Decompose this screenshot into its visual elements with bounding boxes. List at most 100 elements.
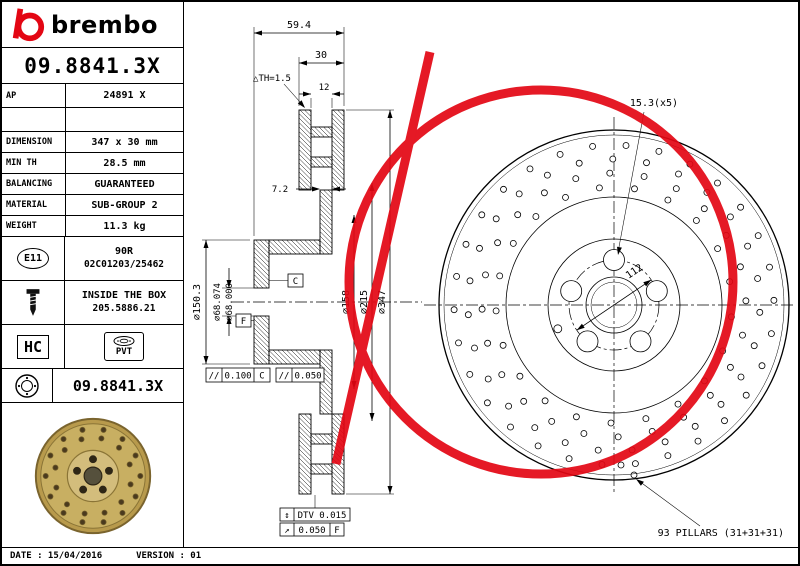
hatch-line: [331, 158, 345, 171]
brand-wordmark: brembo: [51, 10, 158, 39]
center-bore: [585, 276, 643, 334]
section-solid: [253, 315, 270, 365]
pillar-mark: [617, 461, 625, 469]
hatch-line: [268, 244, 279, 255]
drill-hole: [750, 342, 758, 350]
hatch-line: [313, 349, 321, 357]
hatch-line: [318, 433, 330, 445]
hatch-line: [319, 208, 333, 222]
hatch-line: [298, 149, 312, 162]
hatch-line: [313, 239, 321, 247]
photo-drill-hole: [100, 518, 107, 525]
hatch-line: [331, 135, 345, 149]
inside-box-label: INSIDE THE BOX: [81, 290, 167, 302]
bore-chamfer: [590, 281, 638, 329]
drill-hole: [478, 211, 486, 219]
hatch-line: [290, 349, 306, 365]
drill-hole: [631, 460, 639, 468]
hatch-line: [319, 359, 333, 373]
hatch-line: [310, 127, 321, 138]
bolt-hole: [576, 330, 599, 353]
hatch-line: [298, 480, 312, 493]
photo-drill-hole: [78, 518, 85, 525]
bolt-hole: [560, 280, 583, 303]
drill-hole: [739, 331, 746, 339]
hatch-line: [319, 391, 333, 404]
hatch-line: [298, 180, 309, 191]
spec-row-weight: WEIGHT 11.3 kg: [2, 216, 183, 237]
hatch-line: [331, 484, 342, 495]
hatch-line: [268, 350, 283, 365]
drill-hole: [580, 430, 588, 437]
hatch-line: [331, 122, 345, 135]
hatch-line: [298, 417, 312, 430]
brand-header: brembo: [2, 2, 183, 48]
hatch-line: [331, 466, 345, 480]
hatch-line: [319, 244, 330, 255]
section-hatched-solids: [253, 109, 345, 495]
hatch-line: [253, 354, 264, 365]
hatch-line: [298, 126, 312, 140]
hatch-line: [310, 132, 316, 138]
drill-hole: [450, 306, 458, 314]
brake-disc-icon: [15, 373, 39, 398]
hatch-line: [331, 140, 345, 153]
footer-bar: DATE : 15/04/2016 VERSION : 01: [2, 547, 798, 564]
hatch-line: [323, 126, 333, 136]
hatch-line: [255, 239, 270, 254]
drill-hole: [478, 305, 486, 313]
hatch-line: [319, 199, 333, 213]
hatch-line: [310, 469, 316, 475]
parallelism-frame-1: // 0.100 C: [205, 367, 271, 383]
drill-hole: [482, 271, 489, 279]
drill-hole: [642, 415, 650, 423]
spec-row-dimension: DIMENSION 347 x 30 mm: [2, 132, 183, 153]
drill-hole: [532, 213, 540, 220]
hatch-line: [298, 122, 312, 135]
dim-pcd: 112: [624, 262, 645, 281]
section-solid: [298, 109, 312, 191]
hatch-line: [253, 359, 259, 365]
hatch-line: [253, 260, 270, 277]
drill-hole: [672, 185, 680, 193]
section-solid: [310, 156, 333, 168]
hatch-line: [253, 327, 270, 344]
hatch-line: [314, 156, 325, 168]
hatch-line: [253, 332, 270, 348]
hatch-line: [331, 126, 345, 140]
drill-hole: [694, 437, 702, 445]
hatch-line: [255, 315, 270, 330]
drill-hole: [664, 452, 672, 460]
hatch-line: [298, 484, 309, 495]
photo-drill-hole: [78, 426, 85, 433]
hatch-line: [319, 386, 333, 400]
hatch-line: [298, 466, 312, 480]
hatch-line: [310, 162, 316, 168]
hatch-line: [319, 382, 333, 395]
bolt-hole: [645, 280, 668, 303]
drill-hole: [744, 242, 751, 250]
dim-d150: ⌀150.3: [192, 284, 203, 320]
hatch-line: [253, 256, 270, 272]
hatch-line: [298, 117, 312, 131]
photo-drill-hole: [81, 510, 88, 517]
hatch-line: [341, 109, 345, 113]
screw-icon-cell: [2, 281, 65, 324]
spec-label: DIMENSION: [2, 132, 66, 152]
hatch-line: [298, 430, 312, 444]
drill-hole: [737, 373, 745, 381]
drill-hole: [589, 142, 597, 150]
bolt-hole: [603, 249, 625, 271]
photo-drill-hole: [46, 493, 53, 499]
drill-hole: [507, 423, 514, 431]
hatch-line: [268, 249, 274, 255]
drill-hole: [727, 213, 734, 221]
hatch-line: [298, 144, 312, 158]
drill-hole: [766, 263, 773, 271]
drill-hole: [492, 215, 500, 223]
hatch-line: [327, 189, 333, 195]
hatch-line: [253, 283, 259, 289]
drill-hole: [768, 330, 775, 338]
photo-drill-hole: [101, 509, 107, 516]
fcf1-value: 0.100: [224, 372, 251, 382]
